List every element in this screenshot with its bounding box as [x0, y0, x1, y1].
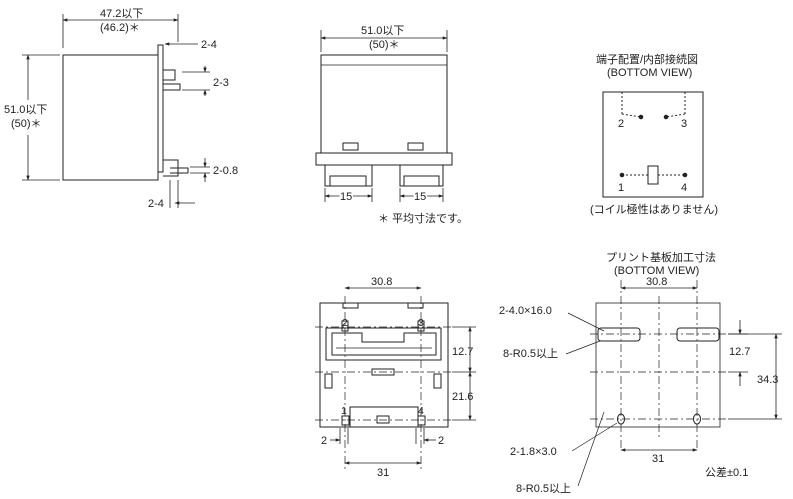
internal-terminal-4: 4 [681, 182, 687, 194]
pcb-slot-left [597, 327, 641, 342]
side-dim-top-right: 2-4 [201, 39, 217, 51]
pcb-slot-label: 2-4.0×16.0 [499, 305, 552, 317]
internal-terminal-1: 1 [618, 182, 624, 194]
bottom-pin-1: 1 [341, 405, 347, 417]
bottom-view [315, 286, 476, 470]
pcb-radius-upper: 8-R0.5以上 [503, 347, 558, 360]
internal-diagram-frame [602, 91, 704, 198]
pcb-title: プリント基板加工寸法 [606, 250, 716, 264]
side-width-label: 47.2以下 [100, 8, 143, 20]
front-view [315, 30, 453, 202]
side-dim-pin-upper: 2-3 [213, 77, 229, 89]
side-dim-bottom: 2-4 [148, 198, 164, 210]
pcb-slot-right [676, 327, 720, 342]
bottom-dim-bottom: 31 [377, 467, 389, 479]
bottom-dim-left-small: 2 [321, 435, 327, 447]
pcb-outline [595, 302, 721, 428]
side-dim-pin-lower: 2-0.8 [213, 165, 238, 177]
side-view-body [62, 54, 159, 181]
coil-symbol [647, 165, 659, 185]
pcb-hole-label: 2-1.8×3.0 [510, 446, 557, 458]
bottom-pin-2: 2 [342, 317, 348, 329]
front-width-label: 51.0以下 [361, 25, 404, 37]
internal-note: (コイル極性はありません) [590, 202, 718, 216]
bottom-pin-4: 4 [418, 405, 424, 417]
side-width-ref: (46.2)＊ [100, 22, 140, 34]
internal-terminal-2: 2 [618, 118, 624, 130]
pcb-dim-right-inner: 12.7 [729, 346, 750, 358]
pcb-radius-lower: 8-R0.5以上 [516, 482, 571, 495]
bottom-dim-right-small: 2 [438, 435, 444, 447]
internal-title: 端子配置/内部接続図 [596, 52, 698, 66]
bottom-dim-top: 30.8 [371, 276, 392, 288]
internal-subtitle: (BOTTOM VIEW) [607, 67, 692, 79]
pcb-dim-right-outer: 34.3 [757, 374, 778, 386]
pcb-tolerance: 公差±0.1 [705, 465, 748, 479]
internal-terminal-3: 3 [681, 118, 687, 130]
pcb-dim-bottom: 31 [652, 453, 664, 465]
side-view-flange [157, 44, 164, 173]
front-foot-left: 15 [340, 191, 352, 203]
bottom-dim-right-lower: 21.6 [452, 391, 473, 403]
front-foot-right: 15 [414, 191, 426, 203]
bottom-dim-right-upper: 12.7 [452, 346, 473, 358]
side-height-ref: (50)＊ [11, 118, 42, 130]
pcb-layout [565, 280, 782, 487]
bottom-pin-3: 3 [418, 317, 424, 329]
pcb-subtitle: (BOTTOM VIEW) [614, 265, 699, 277]
front-width-ref: (50)＊ [369, 39, 400, 51]
internal-connection-diagram [602, 91, 704, 198]
front-note: ＊ 平均寸法です。 [378, 211, 468, 225]
side-view [22, 14, 210, 208]
front-view-body [320, 54, 448, 154]
pcb-dim-top: 30.8 [646, 276, 667, 288]
side-height-label: 51.0以下 [4, 104, 47, 116]
bottom-view-body [319, 302, 449, 428]
